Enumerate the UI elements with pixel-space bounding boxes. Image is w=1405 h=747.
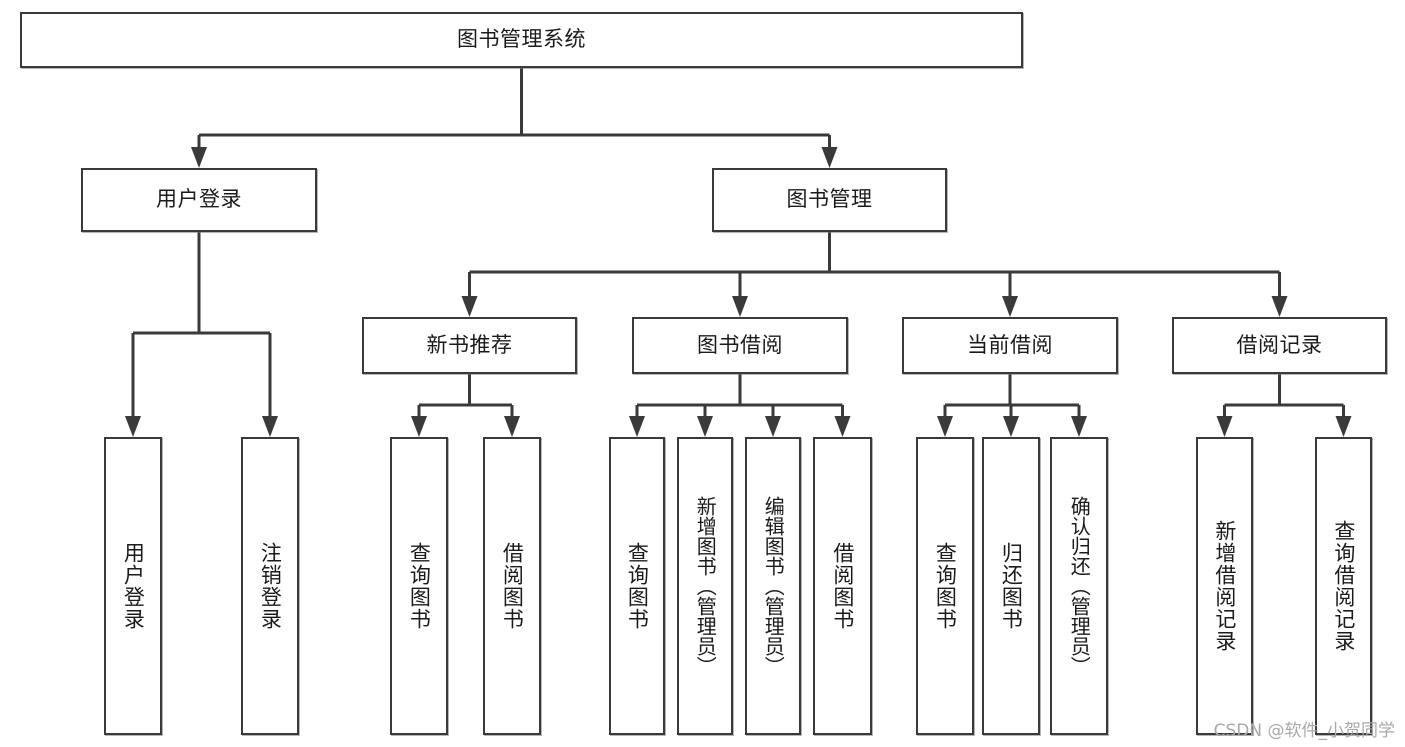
arrowhead-borrow-record	[1271, 296, 1288, 317]
arrowhead-leaf-query-book-3	[937, 416, 953, 437]
node-label-leaf-confirm-return: 确认归还（管理员）	[1067, 496, 1092, 676]
node-leaf-user-logout[interactable]: 注销登录	[241, 437, 299, 735]
node-label-leaf-edit-book: 编辑图书（管理员）	[761, 496, 786, 676]
node-label-leaf-user-logout: 注销登录	[258, 542, 283, 630]
node-leaf-return-book[interactable]: 归还图书	[982, 437, 1040, 735]
node-current-borrow[interactable]: 当前借阅	[902, 317, 1118, 374]
node-label-leaf-add-book: 新增图书（管理员）	[693, 496, 718, 676]
node-book-manage[interactable]: 图书管理	[712, 168, 947, 232]
node-root[interactable]: 图书管理系统	[20, 12, 1023, 68]
node-label-new-book-rec: 新书推荐	[426, 332, 513, 357]
node-leaf-confirm-return[interactable]: 确认归还（管理员）	[1050, 437, 1108, 735]
arrowhead-book-borrow	[732, 296, 748, 317]
node-label-leaf-query-book-2: 查询图书	[625, 542, 650, 630]
node-borrow-record[interactable]: 借阅记录	[1172, 317, 1387, 374]
node-label-leaf-return-book: 归还图书	[999, 542, 1024, 630]
node-leaf-add-record[interactable]: 新增借阅记录	[1196, 437, 1253, 735]
node-user-login[interactable]: 用户登录	[81, 168, 317, 232]
arrowhead-book-manage	[821, 147, 838, 168]
node-leaf-borrow-book-1[interactable]: 借阅图书	[483, 437, 541, 735]
node-label-leaf-query-book-1: 查询图书	[407, 542, 432, 630]
node-leaf-borrow-book-2[interactable]: 借阅图书	[813, 437, 872, 735]
node-leaf-query-book-2[interactable]: 查询图书	[609, 437, 665, 735]
node-leaf-edit-book[interactable]: 编辑图书（管理员）	[745, 437, 801, 735]
node-new-book-rec[interactable]: 新书推荐	[362, 317, 577, 374]
arrowhead-leaf-return-book	[1003, 416, 1019, 437]
node-label-leaf-borrow-book-1: 借阅图书	[500, 542, 525, 630]
arrowhead-user-login	[191, 147, 207, 168]
arrowhead-leaf-query-book-1	[411, 416, 427, 437]
node-label-root: 图书管理系统	[457, 27, 586, 52]
node-book-borrow[interactable]: 图书借阅	[632, 317, 848, 374]
node-leaf-user-login[interactable]: 用户登录	[104, 437, 162, 735]
node-label-leaf-add-record: 新增借阅记录	[1212, 520, 1237, 652]
node-leaf-query-book-3[interactable]: 查询图书	[916, 437, 974, 735]
node-label-book-manage: 图书管理	[786, 187, 873, 212]
arrowhead-leaf-confirm-return	[1071, 416, 1087, 437]
arrowhead-leaf-user-logout	[262, 416, 278, 437]
arrowhead-new-book-rec	[461, 296, 478, 317]
arrowhead-leaf-borrow-book-2	[834, 416, 851, 437]
arrowhead-leaf-user-login	[125, 416, 141, 437]
arrowhead-leaf-query-book-2	[629, 416, 645, 437]
arrowhead-leaf-borrow-book-1	[504, 416, 520, 437]
node-label-leaf-user-login: 用户登录	[121, 542, 146, 630]
watermark: CSDN @软件_小贺同学	[1213, 721, 1395, 741]
arrowhead-leaf-query-record	[1335, 416, 1352, 437]
node-leaf-query-book-1[interactable]: 查询图书	[390, 437, 448, 735]
arrowhead-leaf-edit-book	[765, 416, 781, 437]
arrowhead-current-borrow	[1002, 296, 1018, 317]
node-leaf-query-record[interactable]: 查询借阅记录	[1315, 437, 1372, 735]
node-label-book-borrow: 图书借阅	[697, 332, 783, 357]
node-label-user-login: 用户登录	[156, 187, 242, 212]
node-label-leaf-query-record: 查询借阅记录	[1331, 520, 1356, 652]
node-leaf-add-book[interactable]: 新增图书（管理员）	[677, 437, 733, 735]
node-label-leaf-borrow-book-2: 借阅图书	[830, 542, 855, 630]
node-label-borrow-record: 借阅记录	[1236, 332, 1323, 357]
node-label-leaf-query-book-3: 查询图书	[933, 542, 958, 630]
node-label-current-borrow: 当前借阅	[967, 332, 1053, 357]
arrowhead-leaf-add-book	[697, 416, 713, 437]
arrowhead-leaf-add-record	[1216, 416, 1233, 437]
